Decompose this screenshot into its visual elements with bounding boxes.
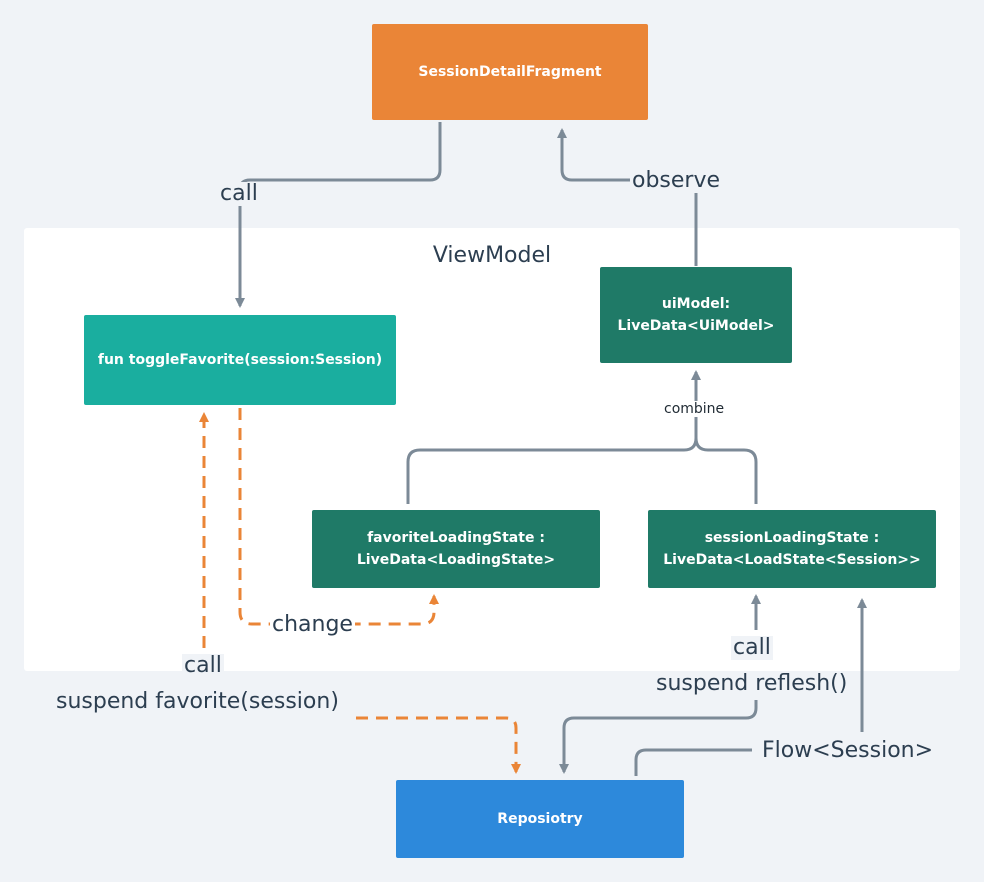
node-repo-label: Reposiotry xyxy=(497,810,583,827)
node-repository: Reposiotry xyxy=(396,780,684,858)
edge-observe-uimodel-to-fragment xyxy=(557,128,698,266)
edge-flow-repo-to-sesstate xyxy=(634,748,752,776)
node-session-detail-fragment: SessionDetailFragment xyxy=(372,24,648,120)
node-fragment-label: SessionDetailFragment xyxy=(418,63,602,80)
node-ui-model: uiModel: LiveData<UiModel> xyxy=(600,267,792,363)
node-toggle-label: fun toggleFavorite(session:Session) xyxy=(97,351,383,368)
node-favstate-line1: favoriteLoadingState : xyxy=(367,529,545,546)
edge-label-call-refresh: call xyxy=(731,635,773,660)
node-favorite-loading-state: favoriteLoadingState : LiveData<LoadingS… xyxy=(312,510,600,588)
node-toggle-favorite: fun toggleFavorite(session:Session) xyxy=(84,315,396,405)
edge-label-call-favorite: call xyxy=(182,653,224,678)
edge-call-refresh-to-repo xyxy=(559,700,758,774)
edge-label-suspend-refresh: suspend reflesh() xyxy=(654,671,850,696)
edge-label-observe: observe xyxy=(630,168,723,193)
edge-call-favorite-to-repo xyxy=(356,716,521,774)
node-session-loading-state: sessionLoadingState : LiveData<LoadState… xyxy=(648,510,936,588)
node-uimodel-line1: uiModel: xyxy=(661,295,731,312)
edge-label-combine: combine xyxy=(662,401,727,417)
viewmodel-title: ViewModel xyxy=(432,243,552,268)
edge-label-change: change xyxy=(270,612,355,637)
node-sesstate-line2: LiveData<LoadState<Session>> xyxy=(663,552,921,568)
node-favstate-line2: LiveData<LoadingState> xyxy=(356,552,556,568)
edge-combine-sesstate xyxy=(694,437,758,504)
edge-combine-favstate xyxy=(406,370,701,504)
edge-label-call-top: call xyxy=(218,181,260,206)
node-uimodel-line2: LiveData<UiModel> xyxy=(617,318,775,334)
edge-label-flow: Flow<Session> xyxy=(760,738,936,763)
edge-label-suspend-favorite: suspend favorite(session) xyxy=(54,689,341,714)
node-sesstate-line1: sessionLoadingState : xyxy=(704,529,880,546)
edge-call-fragment-to-toggle xyxy=(235,122,442,308)
